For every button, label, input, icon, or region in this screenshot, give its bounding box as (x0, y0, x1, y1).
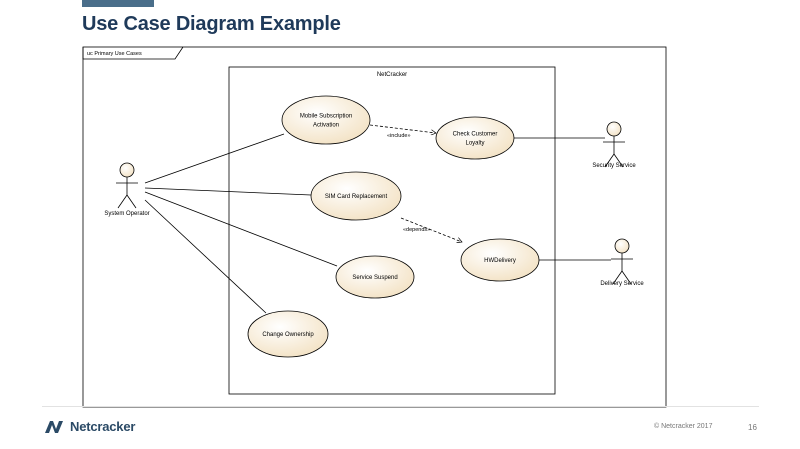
use-case-label: HWDelivery (484, 258, 516, 264)
use-case-ellipse (335, 255, 415, 299)
use-case-ellipse (281, 95, 371, 145)
netcracker-logo-icon (45, 420, 63, 433)
actor-right-leg (613, 153, 624, 168)
dependencies-layer: «include» «depends» (369, 124, 462, 242)
use-case-label: Mobile Subscription (300, 114, 352, 120)
title-accent-bar (82, 0, 154, 7)
footer-divider (42, 406, 759, 407)
frame-label-tab (82, 46, 184, 60)
use-case-label: Service Suspend (352, 275, 397, 281)
actor-left-leg (604, 153, 615, 168)
use-case-service-suspend: Service Suspend (335, 255, 415, 299)
system-name: NetCracker (377, 72, 407, 78)
dependency-arrow-mobile-subscription-activation-check-customer-loyalty (369, 124, 436, 133)
actors-layer: System Operator Security ServiceDelivery … (104, 121, 644, 287)
actor-label: System Operator (104, 211, 149, 217)
actor-security-service: Security Service (592, 121, 636, 169)
association-system-operator-sim-card-replacement (144, 187, 312, 196)
dependency-arrow-sim-card-replacement-hw-delivery (400, 217, 462, 242)
actor-label: Security Service (592, 163, 636, 169)
actor-system-operator: System Operator (104, 162, 150, 217)
diagram-frame (82, 46, 667, 408)
page-number: 16 (748, 423, 757, 432)
use-case-ellipse (435, 116, 515, 160)
system-boundary (228, 66, 556, 395)
dependency-label: «depends» (403, 227, 430, 233)
actor-delivery-service: Delivery Service (600, 238, 644, 287)
use-case-ellipse (247, 310, 329, 358)
use-case-label: Loyalty (465, 141, 484, 147)
frame-label: uc Primary Use Cases (87, 51, 142, 57)
dependency-label: «include» (387, 133, 411, 139)
actor-left-leg (612, 270, 623, 285)
use-case-ellipse (460, 238, 540, 282)
actor-head (119, 162, 135, 178)
use-case-label: Change Ownership (262, 332, 314, 338)
netcracker-logo: Netcracker (44, 419, 135, 434)
actor-head (614, 238, 630, 254)
use-case-sim-card-replacement: SIM Card Replacement (310, 171, 402, 221)
actor-right-leg (621, 270, 632, 285)
copyright: © Netcracker 2017 (654, 423, 713, 430)
association-system-operator-change-ownership (144, 199, 267, 314)
actor-head (606, 121, 622, 137)
actor-left-leg (117, 194, 128, 209)
use-case-ellipse (310, 171, 402, 221)
actor-right-leg (126, 194, 137, 209)
slide-title: Use Case Diagram Example (82, 13, 341, 35)
use-case-label: Check Customer (453, 132, 498, 138)
brand-name: Netcracker (70, 419, 136, 434)
use-case-label: SIM Card Replacement (325, 194, 388, 200)
actor-label: Delivery Service (600, 281, 644, 287)
association-system-operator-service-suspend (144, 191, 338, 267)
association-system-operator-mobile-subscription-activation (144, 133, 285, 184)
use-case-hw-delivery: HWDelivery (460, 238, 540, 282)
use-case-change-ownership: Change Ownership (247, 310, 329, 358)
use-case-label: Activation (313, 123, 339, 129)
links-layer (144, 133, 611, 314)
